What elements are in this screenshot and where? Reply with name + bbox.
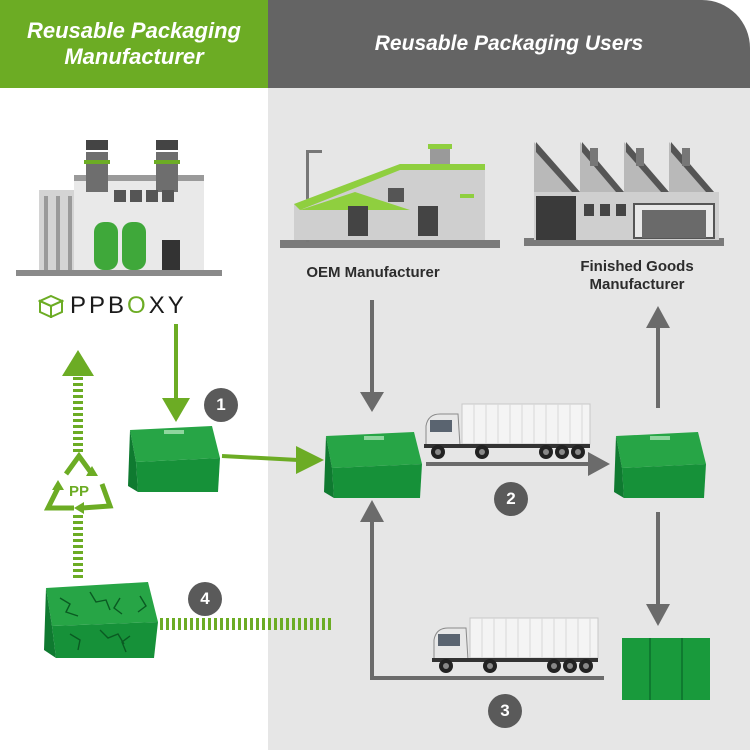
- finished-goods-factory-icon: [524, 142, 724, 246]
- oem-label: OEM Manufacturer: [306, 264, 440, 281]
- step-badge-3: 3: [488, 694, 522, 728]
- route-2-head: [588, 452, 610, 476]
- logo-text-before: PPB: [70, 292, 128, 319]
- step-badge-4: 4: [188, 582, 222, 616]
- users-header: Reusable Packaging Users: [268, 0, 750, 88]
- box-finished-icon: [614, 432, 706, 498]
- manufacturer-header-line1: Reusable Packaging: [27, 18, 241, 43]
- flattened-box-icon: [622, 638, 710, 700]
- finished-goods-label-line2: Manufacturer: [589, 276, 685, 293]
- box-oem-icon: [324, 432, 422, 498]
- recycle-pp-icon: PP: [44, 452, 114, 514]
- box-1-icon: [128, 426, 220, 492]
- truck-return-icon: [432, 617, 599, 673]
- users-header-title: Reusable Packaging Users: [374, 32, 644, 55]
- green-arrow-right-line: [221, 454, 299, 462]
- truck-icon: [424, 403, 591, 459]
- logo-text-highlight: O: [127, 292, 149, 319]
- damaged-box-icon: [44, 582, 158, 658]
- ppboxy-logo: PPBOXY: [38, 292, 187, 320]
- factory-icon: [16, 140, 222, 276]
- logo-wordmark: PPBOXY: [70, 292, 187, 320]
- finished-arrow-up-head: [646, 306, 670, 328]
- box-logo-icon: [38, 294, 64, 318]
- step-badge-2: 2: [494, 482, 528, 516]
- finished-goods-label-line1: Finished Goods: [580, 258, 694, 275]
- route-3-line: [370, 520, 604, 680]
- green-arrow-down-head: [162, 398, 190, 422]
- logo-text-after: XY: [148, 292, 187, 319]
- oem-building-icon: [280, 144, 500, 248]
- finished-arrow-down-head: [646, 604, 670, 626]
- finished-goods-label: Finished Goods Manufacturer: [542, 258, 732, 294]
- manufacturer-header-line2: Manufacturer: [64, 44, 204, 69]
- recycle-pp-text: PP: [69, 483, 89, 500]
- step-badge-1: 1: [204, 388, 238, 422]
- green-arrow-right-head: [296, 446, 324, 474]
- recycle-arrow-up-head: [62, 350, 94, 376]
- oem-arrow-down-head: [360, 392, 384, 412]
- manufacturer-header: Reusable Packaging Manufacturer: [0, 0, 268, 88]
- route-3-head: [360, 500, 384, 522]
